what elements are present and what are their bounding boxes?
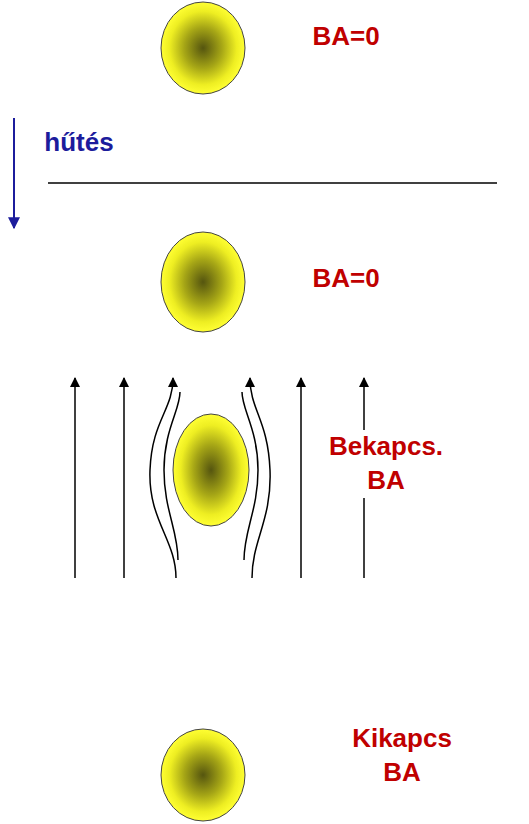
field-value: BA=0 (296, 262, 396, 296)
field-lines (75, 378, 364, 578)
superconductor-sample (173, 414, 249, 526)
state-label: Bekapcs. BA (322, 430, 450, 498)
process-label: hűtés (34, 126, 124, 160)
superconductor-sample (161, 2, 245, 94)
cooling-arrow (13, 118, 15, 228)
field-value: BA=0 (296, 20, 396, 54)
superconductor-sample (161, 232, 245, 332)
state-label: Kikapcs BA (340, 722, 464, 790)
superconductor-sample (161, 729, 245, 821)
divider-line (48, 182, 497, 184)
